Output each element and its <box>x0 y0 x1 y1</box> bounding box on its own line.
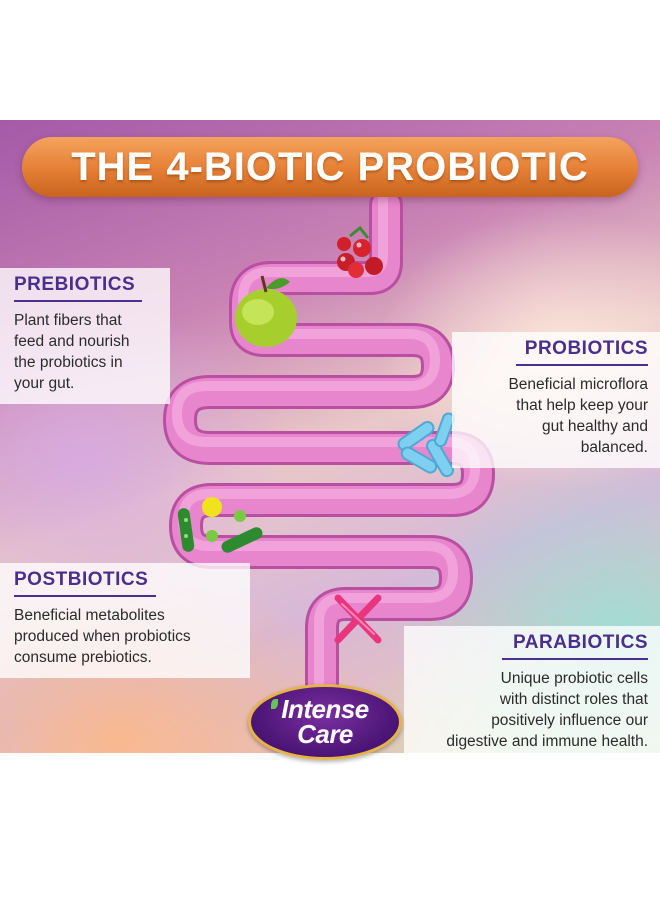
parabiotics-heading: PARABIOTICS <box>513 632 648 653</box>
bacteria-icon <box>397 412 455 478</box>
probiotics-line: balanced. <box>580 439 648 456</box>
prebiotics-underline <box>14 300 142 302</box>
cross-cell-icon <box>334 594 382 644</box>
probiotics-heading: PROBIOTICS <box>524 338 648 359</box>
probiotics-line: gut healthy and <box>541 418 648 435</box>
postbiotics-line: consume prebiotics. <box>14 649 152 666</box>
leaf-icon <box>271 699 278 709</box>
probiotics-line: Beneficial microflora <box>508 376 648 393</box>
postbiotics-box: POSTBIOTICS Beneficial metabolites produ… <box>0 563 250 678</box>
logo-line-2: Care <box>297 719 353 749</box>
postbiotics-heading: POSTBIOTICS <box>14 569 149 590</box>
prebiotics-heading: PREBIOTICS <box>14 274 136 295</box>
title-banner: THE 4-BIOTIC PROBIOTIC <box>22 137 638 197</box>
parabiotics-box: PARABIOTICS Unique probiotic cells with … <box>404 626 660 762</box>
microbe-cluster-icon <box>177 497 263 553</box>
probiotics-underline <box>516 364 648 366</box>
postbiotics-underline <box>14 595 156 597</box>
parabiotics-line: Unique probiotic cells <box>500 670 648 687</box>
prebiotics-box: PREBIOTICS Plant fibers that feed and no… <box>0 268 170 404</box>
postbiotics-line: produced when probiotics <box>14 628 191 645</box>
page-title: THE 4-BIOTIC PROBIOTIC <box>71 144 589 189</box>
prebiotics-line: your gut. <box>14 375 75 392</box>
prebiotics-line: Plant fibers that <box>14 312 122 329</box>
prebiotics-line: the probiotics in <box>14 354 123 371</box>
parabiotics-line: positively influence our <box>491 712 648 729</box>
parabiotics-underline <box>502 658 648 660</box>
cherries-icon <box>337 225 383 278</box>
logo-line-1: Intense <box>281 694 369 724</box>
prebiotics-line: feed and nourish <box>14 333 130 350</box>
probiotics-box: PROBIOTICS Beneficial microflora that he… <box>452 332 660 468</box>
probiotics-line: that help keep your <box>516 397 648 414</box>
apple-icon <box>235 275 297 347</box>
parabiotics-line: with distinct roles that <box>499 691 648 708</box>
intense-care-logo: Intense Care <box>248 684 402 760</box>
postbiotics-line: Beneficial metabolites <box>14 607 165 624</box>
parabiotics-line: digestive and immune health. <box>446 733 648 750</box>
